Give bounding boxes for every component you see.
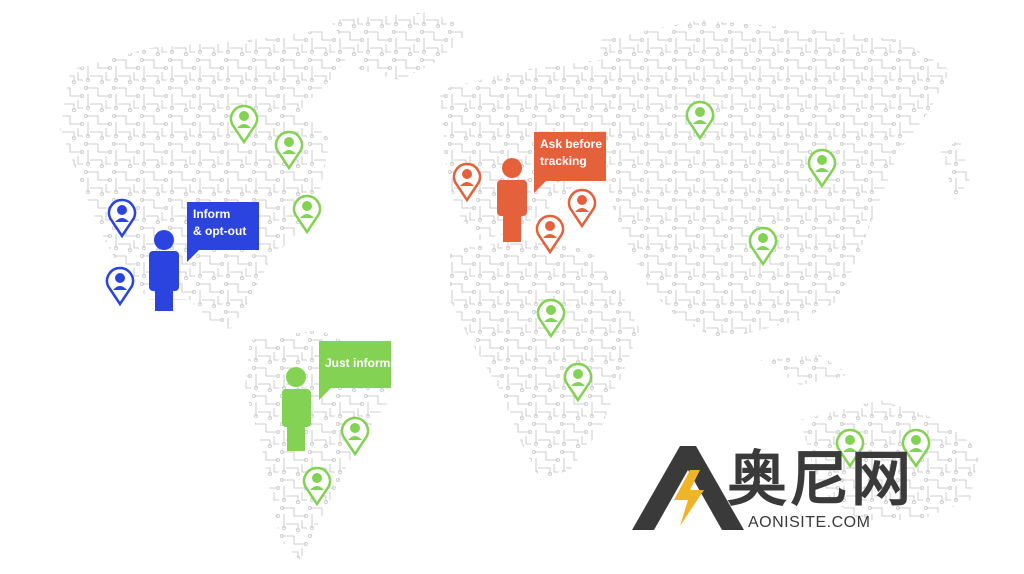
- bubble-tail: [534, 181, 546, 193]
- continent-asia: [600, 20, 950, 340]
- continent-japan: [940, 140, 970, 200]
- continents: [60, 12, 980, 560]
- location-pins: [105, 100, 931, 507]
- bubble-line: tracking: [540, 154, 587, 168]
- person-blue-icon: [149, 230, 179, 311]
- bubble-line: Ask before: [540, 137, 603, 151]
- logo-subtext: AONISITE.COM: [748, 514, 871, 531]
- continent-indonesia: [760, 355, 850, 385]
- person-green-icon: [282, 367, 311, 451]
- bubble-line: & opt-out: [193, 224, 247, 238]
- bubble-ask-before-tracking: Ask before tracking: [534, 132, 606, 193]
- person-orange-icon: [497, 158, 527, 242]
- continent-africa: [450, 240, 640, 480]
- bubble-inform-opt-out: Inform & opt-out: [187, 202, 259, 262]
- bubble-line: Just inform: [325, 356, 391, 370]
- lightning-a-icon: [632, 446, 744, 530]
- continent-north-america: [60, 30, 360, 330]
- continent-europe: [440, 60, 620, 240]
- bubble-just-inform: Just inform: [319, 341, 391, 400]
- logo-text: 奥尼网: [727, 445, 913, 515]
- bubble-line: Inform: [193, 207, 231, 221]
- continent-greenland: [330, 12, 470, 80]
- bubble-tail: [319, 388, 331, 400]
- bubble-tail: [187, 250, 199, 262]
